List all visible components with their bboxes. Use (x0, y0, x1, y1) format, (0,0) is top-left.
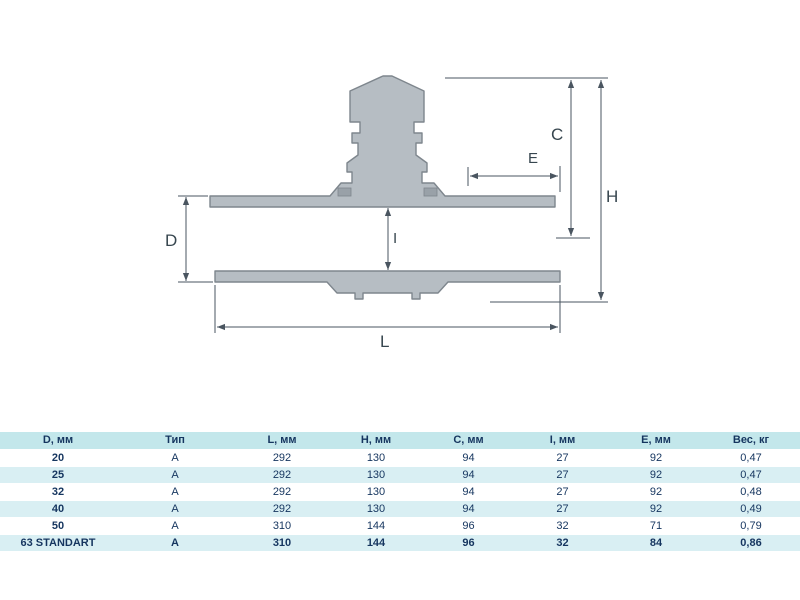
cell-c: 94 (422, 466, 515, 484)
column-header-h: H, мм (330, 432, 422, 450)
cell-l: 310 (234, 517, 330, 535)
cell-weight: 0,48 (702, 483, 800, 501)
cell-e: 92 (610, 483, 702, 501)
column-header-weight: Вес, кг (702, 432, 800, 450)
cell-h: 130 (330, 500, 422, 518)
cell-weight: 0,49 (702, 500, 800, 518)
cell-i: 27 (515, 500, 610, 518)
table-row: 40 А 292 130 94 27 92 0,49 (0, 500, 800, 518)
seal-detail-right (423, 187, 438, 197)
dim-label-i: I (393, 230, 397, 247)
dim-label-c: C (551, 125, 563, 144)
dim-label-l: L (380, 332, 389, 351)
column-header-type: Тип (116, 432, 234, 450)
dim-label-d: D (165, 231, 177, 250)
dimensions-table: D, мм Тип L, мм H, мм C, мм I, мм E, мм … (0, 432, 800, 552)
cell-l: 292 (234, 466, 330, 484)
cell-h: 144 (330, 517, 422, 535)
cell-d: 20 (0, 449, 116, 467)
cell-h: 130 (330, 449, 422, 467)
cell-e: 71 (610, 517, 702, 535)
valve-technical-drawing: H C E D I L (165, 75, 618, 351)
cell-type: А (116, 534, 234, 552)
table-header-row: D, мм Тип L, мм H, мм C, мм I, мм E, мм … (0, 432, 800, 450)
cell-c: 94 (422, 500, 515, 518)
column-header-i: I, мм (515, 432, 610, 450)
cell-weight: 0,47 (702, 449, 800, 467)
column-header-d: D, мм (0, 432, 116, 450)
cell-d: 32 (0, 483, 116, 501)
cell-weight: 0,79 (702, 517, 800, 535)
cell-e: 92 (610, 466, 702, 484)
valve-bottom-body (214, 270, 561, 300)
cell-d: 25 (0, 466, 116, 484)
cell-i: 32 (515, 534, 610, 552)
cell-e: 92 (610, 500, 702, 518)
cell-weight: 0,86 (702, 534, 800, 552)
cell-type: А (116, 483, 234, 501)
cell-l: 292 (234, 483, 330, 501)
cell-h: 144 (330, 534, 422, 552)
table-row: 25 А 292 130 94 27 92 0,47 (0, 466, 800, 484)
cell-type: А (116, 500, 234, 518)
cell-type: А (116, 466, 234, 484)
cell-e: 84 (610, 534, 702, 552)
cell-weight: 0,47 (702, 466, 800, 484)
cell-i: 27 (515, 449, 610, 467)
cell-h: 130 (330, 466, 422, 484)
cell-l: 292 (234, 449, 330, 467)
cell-h: 130 (330, 483, 422, 501)
cell-c: 96 (422, 534, 515, 552)
cell-i: 27 (515, 466, 610, 484)
dim-label-h: H (606, 187, 618, 206)
valve-top-body (209, 75, 556, 208)
table-row: 20 А 292 130 94 27 92 0,47 (0, 449, 800, 467)
cell-d: 40 (0, 500, 116, 518)
cell-l: 292 (234, 500, 330, 518)
table-row: 63 STANDART А 310 144 96 32 84 0,86 (0, 534, 800, 552)
cell-i: 27 (515, 483, 610, 501)
cell-i: 32 (515, 517, 610, 535)
cell-c: 96 (422, 517, 515, 535)
column-header-e: E, мм (610, 432, 702, 450)
seal-detail-left (337, 187, 352, 197)
valve-diagram-svg: H C E D I L (165, 75, 618, 351)
cell-l: 310 (234, 534, 330, 552)
cell-e: 92 (610, 449, 702, 467)
cell-type: А (116, 517, 234, 535)
cell-type: А (116, 449, 234, 467)
column-header-l: L, мм (234, 432, 330, 450)
column-header-c: C, мм (422, 432, 515, 450)
cell-d: 50 (0, 517, 116, 535)
cell-c: 94 (422, 483, 515, 501)
dim-label-e: E (528, 150, 538, 167)
table-row: 32 А 292 130 94 27 92 0,48 (0, 483, 800, 501)
cell-c: 94 (422, 449, 515, 467)
cell-d: 63 STANDART (0, 534, 116, 552)
table-row: 50 А 310 144 96 32 71 0,79 (0, 517, 800, 535)
